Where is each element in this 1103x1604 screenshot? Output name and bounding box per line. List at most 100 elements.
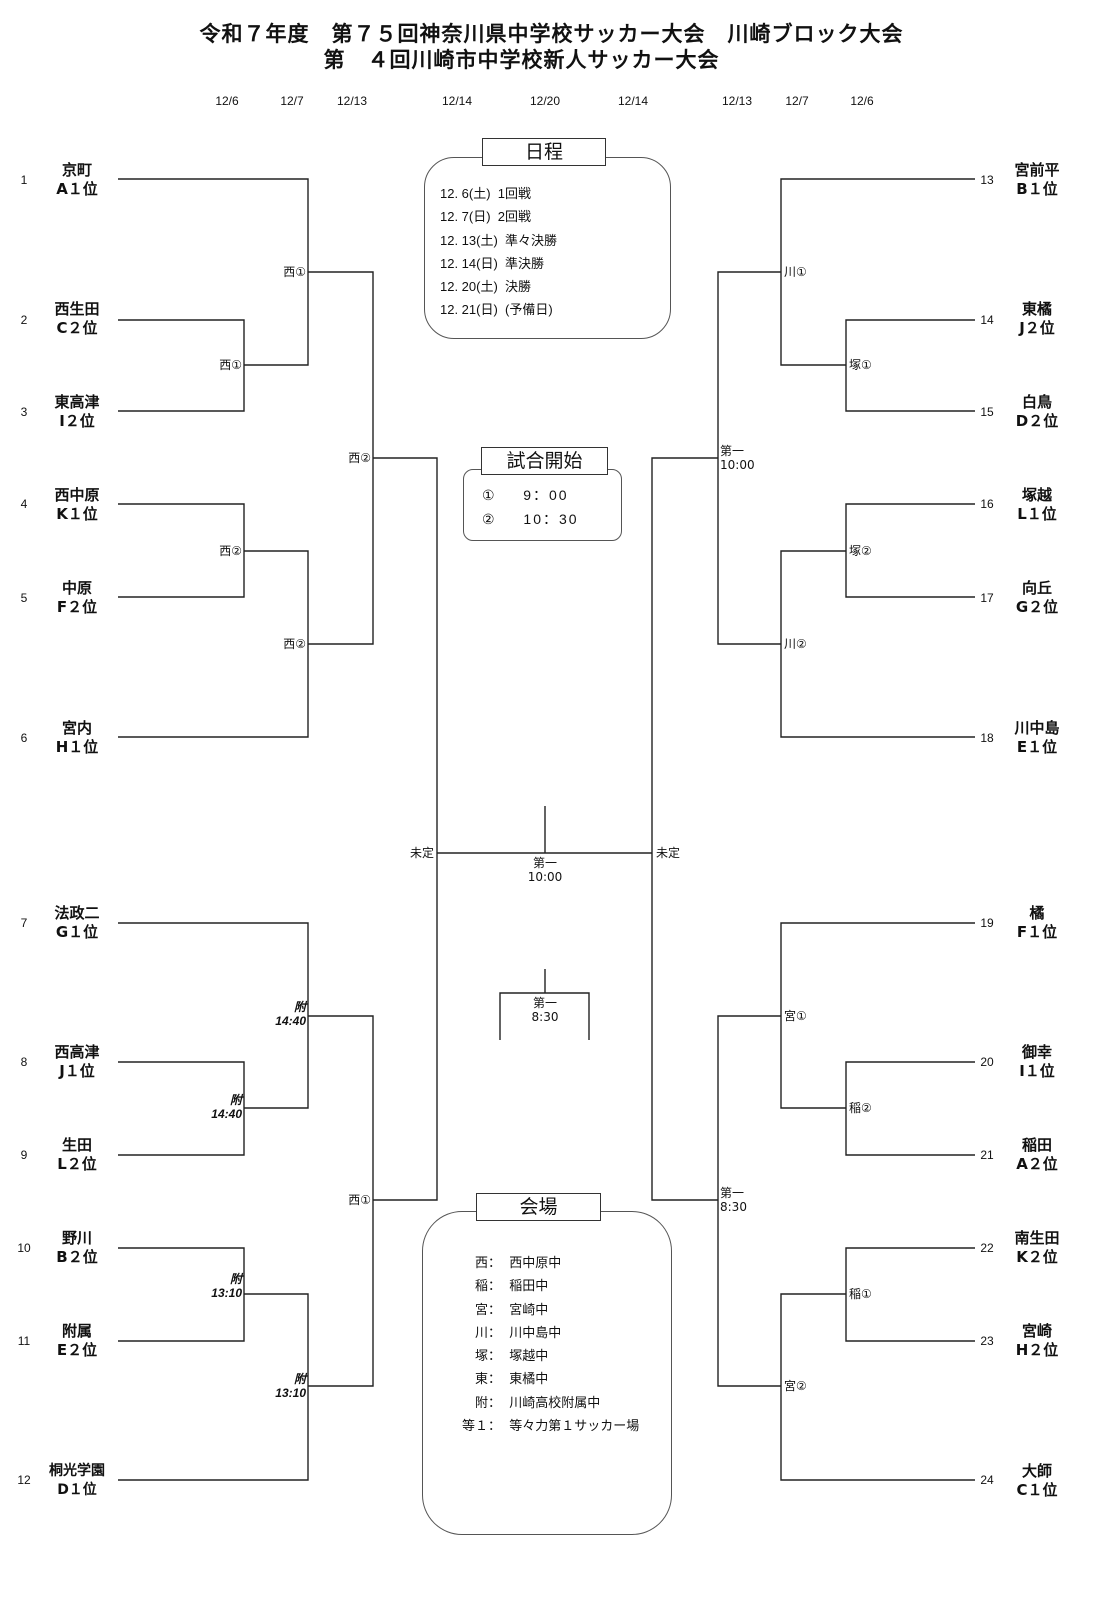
line-team-6	[118, 644, 309, 738]
team-rank: A１位	[56, 180, 98, 198]
team-school: 橘	[1029, 904, 1045, 922]
venue-key: 宮	[474, 1303, 488, 1318]
team-seed: 3	[20, 405, 28, 419]
venue-key: 西	[474, 1256, 488, 1271]
match-label-r2-a-right: 川①	[784, 265, 807, 279]
team-school: 御幸	[1021, 1043, 1052, 1061]
line-team-10	[118, 1247, 245, 1294]
team-school: 向丘	[1021, 579, 1052, 597]
team-seed: 23	[980, 1334, 994, 1348]
schedule-row: 12. 13(土) 準々決勝	[440, 233, 558, 248]
kickoff-row: ② 10：30	[482, 509, 579, 529]
line-r1-b-out-r	[780, 550, 846, 644]
match-label-third-place: 第一 8:30	[531, 996, 559, 1024]
round-date-left-r2: 12/7	[280, 94, 304, 108]
team-school: 東高津	[54, 393, 100, 411]
match-label-r1-d: 附 13:10	[211, 1272, 242, 1300]
team-rank: I１位	[1019, 1062, 1055, 1080]
team-rank: H１位	[55, 738, 99, 756]
match-label-r2-d: 附 13:10	[275, 1372, 306, 1400]
line-third-box	[499, 992, 590, 1040]
team-seed: 16	[980, 497, 994, 511]
line-team-1	[118, 178, 309, 272]
kickoff-time: 10：30	[523, 511, 579, 527]
venue-row: 東： 東橘中	[440, 1368, 548, 1387]
team-rank: A２位	[1016, 1155, 1058, 1173]
team-school: 大師	[1021, 1462, 1052, 1480]
line-qf-bottom-out	[373, 853, 438, 1201]
match-label-sf-left: 未定	[409, 846, 434, 860]
team-rank: L２位	[57, 1155, 97, 1173]
team-seed: 9	[20, 1148, 28, 1162]
team-school: 宮崎	[1021, 1322, 1052, 1340]
line-team-19	[780, 922, 975, 1016]
team-rank: F１位	[1016, 923, 1058, 941]
match-label-r1-b-right: 塚②	[849, 544, 872, 558]
line-team-7	[118, 922, 309, 1016]
line-team-16	[845, 503, 975, 551]
team-school: 附属	[61, 1322, 92, 1340]
schedule-row: 12. 20(土) 決勝	[440, 279, 532, 294]
venue-key: 塚	[474, 1349, 488, 1364]
schedule-row: 12. 14(日) 準決勝	[440, 256, 545, 271]
team-rank: I２位	[59, 412, 95, 430]
team-rank: K２位	[1016, 1248, 1058, 1266]
line-r1-a-out	[244, 272, 309, 366]
line-r2-a-out-r	[717, 271, 781, 458]
venue-name: 東橘中	[509, 1372, 549, 1387]
venue-key: 東	[474, 1372, 488, 1387]
round-date-final: 12/20	[529, 94, 561, 108]
team-seed: 20	[980, 1055, 994, 1069]
line-team-22	[845, 1247, 975, 1294]
line-team-21	[845, 1108, 975, 1156]
kickoff-time: 9：00	[523, 487, 569, 503]
line-team-8	[118, 1061, 245, 1108]
line-team-12	[118, 1386, 309, 1481]
team-school: 東橘	[1021, 300, 1052, 318]
line-team-9	[118, 1108, 245, 1156]
line-team-20	[845, 1061, 975, 1108]
kickoff-row: ① 9：00	[482, 485, 569, 505]
venue-panel	[422, 1211, 672, 1535]
kickoff-slot: ①	[482, 487, 497, 503]
team-school: 宮内	[61, 719, 92, 737]
match-label-sf-right: 未定	[656, 846, 681, 860]
schedule-row: 12. 6(土) 1回戦	[440, 186, 532, 201]
tournament-title-line2: 第 ４回川崎市中学校新人サッカー大会	[323, 48, 720, 72]
line-r2-d-out-r	[717, 1200, 781, 1387]
match-label-r2-a: 西①	[283, 265, 306, 279]
line-qf-bottom-out-r	[651, 853, 718, 1201]
team-rank: J２位	[1019, 319, 1055, 337]
kickoff-slot: ②	[482, 511, 497, 527]
team-school: 法政二	[54, 904, 100, 922]
line-team-24	[780, 1386, 975, 1481]
team-seed: 21	[980, 1148, 994, 1162]
venue-row: 等１： 等々力第１サッカー場	[440, 1415, 639, 1434]
team-school: 生田	[61, 1136, 92, 1154]
match-label-r2-b-right: 川②	[784, 637, 807, 651]
team-rank: L１位	[1017, 505, 1057, 523]
schedule-panel	[424, 157, 671, 339]
match-label-qf-top-right: 第一 10:00	[720, 444, 755, 472]
line-r2-c-out	[308, 1015, 374, 1200]
team-seed: 12	[17, 1473, 31, 1487]
schedule-heading: 日程	[482, 138, 606, 166]
venue-name: 塚越中	[509, 1349, 549, 1364]
round-date-right-qf: 12/13	[721, 94, 753, 108]
line-team-18	[780, 644, 975, 738]
line-team-17	[845, 551, 975, 598]
line-r2-b-out-r	[717, 458, 781, 645]
team-school: 川中島	[1014, 719, 1060, 737]
match-label-final: 第一 10:00	[527, 856, 563, 884]
round-date-left-sf: 12/14	[441, 94, 473, 108]
